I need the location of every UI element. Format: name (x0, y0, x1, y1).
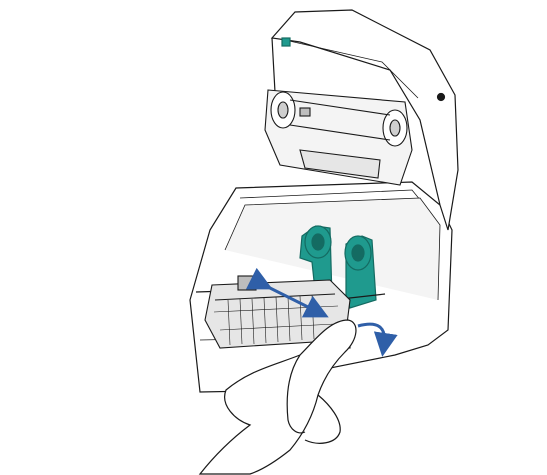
double-arrow-icon (245, 267, 329, 318)
curved-arrow-icon (357, 322, 398, 357)
ribbon-spindle-icon (264, 89, 413, 186)
hand-icon (198, 319, 357, 475)
